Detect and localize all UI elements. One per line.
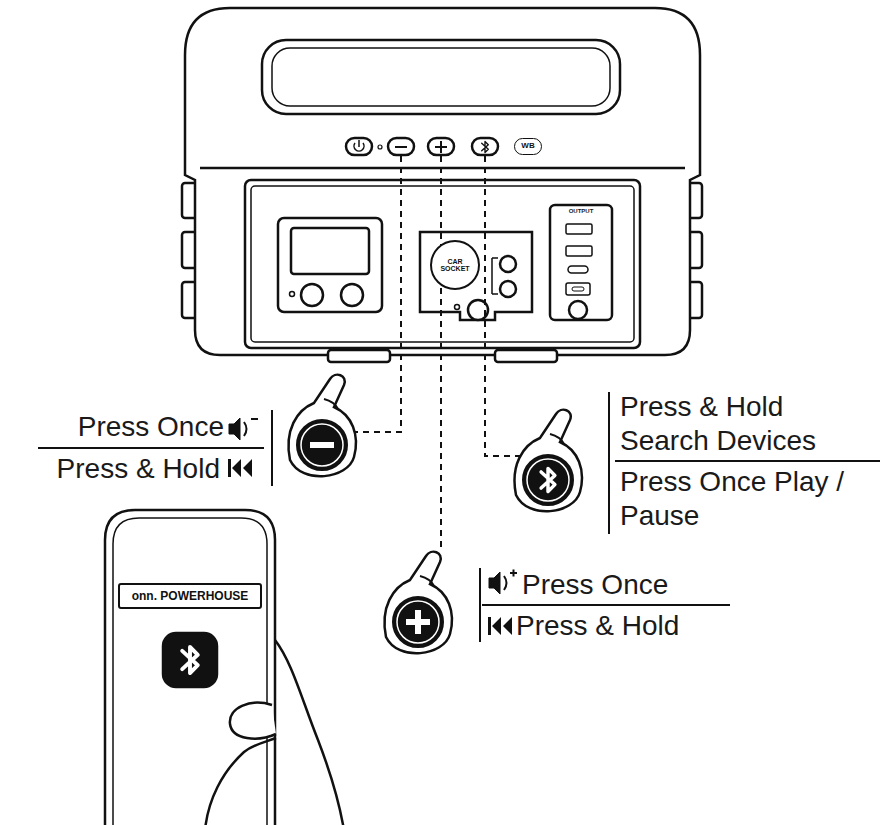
callout-text: Press & Hold — [57, 452, 220, 486]
pressing-hand — [385, 552, 452, 654]
node-text: CAR SOCKET — [438, 258, 472, 273]
callout-text: Press Once Play / Pause — [620, 465, 875, 533]
minus-symbol — [310, 442, 334, 448]
plus-symbol — [406, 610, 430, 634]
phone — [105, 510, 344, 825]
button-label: WB — [514, 138, 542, 155]
callout-text: Press Once — [78, 410, 224, 444]
car-socket: CAR SOCKET — [430, 240, 480, 290]
power-station — [182, 8, 702, 362]
callout-text: Press & Hold Search Devices — [620, 390, 875, 458]
callout-text: Press Once — [522, 568, 668, 602]
port-label: OUTPUT — [559, 208, 603, 215]
leader-line — [350, 156, 522, 548]
bluetooth-symbol — [541, 469, 555, 492]
pressing-hand — [515, 410, 582, 512]
node-text: onn. POWERHOUSE — [132, 590, 249, 603]
callout-text: Press & Hold — [516, 609, 679, 643]
node-text: WB — [521, 142, 534, 150]
app-device-name: onn. POWERHOUSE — [118, 583, 262, 609]
pressing-hand — [289, 375, 356, 477]
